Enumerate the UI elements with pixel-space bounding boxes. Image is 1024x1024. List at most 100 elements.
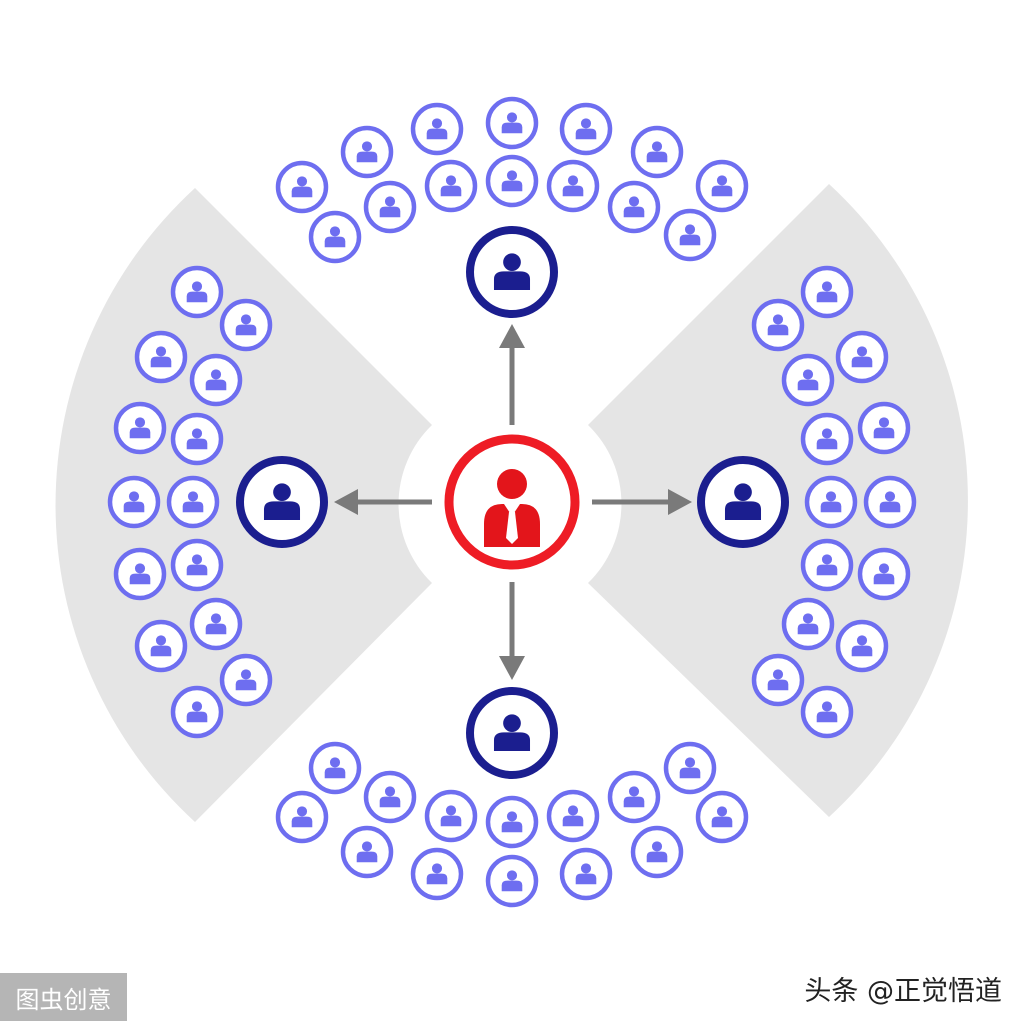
person-with-tie-icon [484, 469, 540, 547]
arrow-icon [499, 324, 525, 425]
hub-node-bottom [466, 687, 558, 779]
person-icon [767, 314, 789, 336]
follower-node [863, 475, 917, 529]
person-icon [679, 224, 701, 246]
person-icon [575, 118, 597, 140]
follower-node [857, 401, 911, 455]
follower-node [275, 790, 329, 844]
arrow-icon [592, 489, 692, 515]
arrow-icon [334, 489, 432, 515]
person-icon [186, 701, 208, 723]
person-icon [501, 170, 523, 192]
hub-node-left [236, 456, 328, 548]
person-icon [501, 870, 523, 892]
person-icon [186, 554, 208, 576]
follower-node [340, 125, 394, 179]
follower-node [751, 298, 805, 352]
follower-node [804, 475, 858, 529]
follower-node [800, 265, 854, 319]
follower-node [170, 412, 224, 466]
follower-node [695, 790, 749, 844]
person-icon [129, 563, 151, 585]
follower-node [170, 538, 224, 592]
person-icon [379, 786, 401, 808]
person-icon [562, 175, 584, 197]
person-icon [724, 483, 762, 521]
follower-node [559, 102, 613, 156]
follower-node [134, 619, 188, 673]
follower-node [485, 154, 539, 208]
person-icon [623, 196, 645, 218]
person-icon [851, 635, 873, 657]
person-icon [816, 701, 838, 723]
follower-node [170, 685, 224, 739]
person-icon [623, 786, 645, 808]
follower-node [607, 770, 661, 824]
follower-node [424, 159, 478, 213]
person-icon [711, 175, 733, 197]
person-icon [205, 369, 227, 391]
follower-node [308, 741, 362, 795]
person-icon [816, 281, 838, 303]
person-icon [186, 428, 208, 450]
person-icon [820, 491, 842, 513]
follower-node [607, 180, 661, 234]
watermark-right: 头条 @正觉悟道 [804, 975, 1002, 1007]
person-icon [679, 757, 701, 779]
follower-node [219, 653, 273, 707]
person-icon [263, 483, 301, 521]
person-icon [356, 141, 378, 163]
person-icon [562, 805, 584, 827]
follower-node [424, 789, 478, 843]
follower-node [781, 353, 835, 407]
person-icon [150, 346, 172, 368]
follower-node [219, 298, 273, 352]
follower-node [546, 159, 600, 213]
person-icon [426, 118, 448, 140]
person-icon [205, 613, 227, 635]
person-icon [646, 141, 668, 163]
person-icon [493, 253, 531, 291]
follower-node [113, 547, 167, 601]
person-icon [129, 417, 151, 439]
person-icon [150, 635, 172, 657]
follower-node [189, 597, 243, 651]
follower-node [189, 353, 243, 407]
person-icon [501, 811, 523, 833]
person-icon [186, 281, 208, 303]
follower-node [166, 475, 220, 529]
follower-node [134, 330, 188, 384]
follower-node [663, 208, 717, 262]
follower-node [695, 159, 749, 213]
person-icon [797, 613, 819, 635]
person-icon [324, 226, 346, 248]
follower-node [107, 475, 161, 529]
follower-node [835, 330, 889, 384]
follower-node [485, 795, 539, 849]
person-icon [324, 757, 346, 779]
person-icon [797, 369, 819, 391]
watermark-left: 图虫创意 [0, 973, 127, 1021]
person-icon [356, 841, 378, 863]
follower-node [800, 538, 854, 592]
person-icon [879, 491, 901, 513]
follower-node [485, 96, 539, 150]
person-icon [575, 863, 597, 885]
person-icon [379, 196, 401, 218]
follower-node [630, 825, 684, 879]
follower-node [363, 180, 417, 234]
follower-node [410, 102, 464, 156]
follower-node [800, 412, 854, 466]
follower-node [340, 825, 394, 879]
follower-node [630, 125, 684, 179]
follower-nodes [107, 96, 917, 908]
follower-node [663, 741, 717, 795]
hub-nodes [236, 226, 789, 779]
follower-node [800, 685, 854, 739]
person-icon [873, 417, 895, 439]
person-icon [501, 112, 523, 134]
person-icon [646, 841, 668, 863]
person-icon [426, 863, 448, 885]
node-ring [444, 434, 580, 570]
